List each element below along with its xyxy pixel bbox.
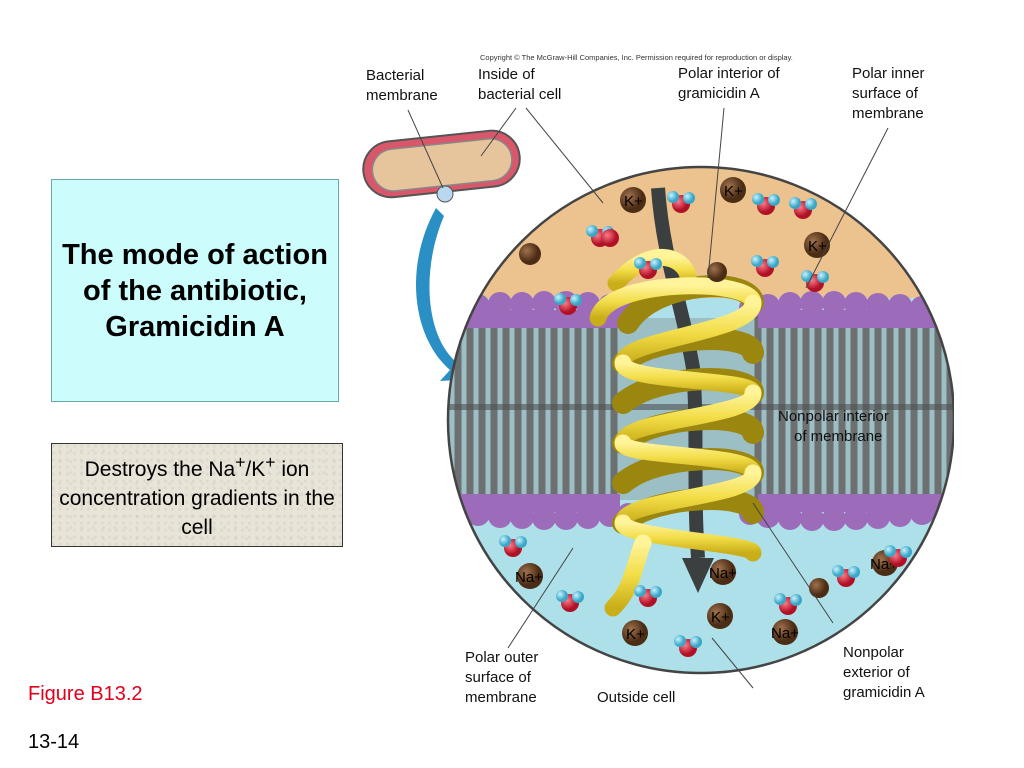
description-box: Destroys the Na+/K+ ion concentration gr… [51, 443, 343, 547]
water-molecule [634, 257, 662, 279]
small-cell [362, 129, 521, 203]
water-molecule [634, 585, 662, 607]
k-ion [707, 603, 733, 629]
water-molecule [674, 635, 702, 657]
water-molecule [789, 197, 817, 219]
water-molecule [499, 535, 527, 557]
page-number: 13-14 [28, 731, 80, 753]
water-molecule [667, 191, 695, 213]
k-label: K+ [724, 183, 743, 200]
water-molecule [751, 255, 779, 277]
blue-curved-arrow [415, 208, 476, 381]
k-label: K+ [808, 238, 827, 255]
figure-caption: Figure B13.2 [28, 683, 143, 705]
k-label: K+ [626, 626, 645, 643]
water-molecule [601, 229, 619, 247]
water-molecule [774, 593, 802, 615]
k-ion [720, 177, 746, 203]
water-molecule [752, 193, 780, 215]
na-label: Na+ [515, 569, 543, 586]
k-ion [622, 620, 648, 646]
na-ion [517, 563, 543, 589]
leader-lines [407, 107, 889, 689]
title-box: The mode of action of the antibiotic, Gr… [51, 179, 339, 402]
k-ion [804, 232, 830, 258]
water-molecule [884, 545, 912, 567]
na-label: Na+ [771, 625, 799, 642]
water-molecule [554, 293, 582, 315]
molecules: K+ K+ K+ Na+ Na+ Na+ K+ K+ Na+ [499, 177, 912, 657]
na-ion [772, 619, 798, 645]
k-ion-unlabeled [519, 243, 541, 265]
gramicidin-helix [589, 187, 764, 617]
label-outside-cell: Outside cell [597, 689, 675, 706]
copyright-text: Copyright © The McGraw-Hill Companies, I… [480, 53, 793, 62]
water-molecule [832, 565, 860, 587]
figure-svg: Copyright © The McGraw-Hill Companies, I… [358, 53, 956, 706]
description-text: Destroys the Na+/K+ ion concentration gr… [59, 452, 335, 539]
gramicidin-figure: Copyright © The McGraw-Hill Companies, I… [358, 48, 956, 706]
k-ion [620, 187, 646, 213]
k-label: K+ [711, 609, 730, 626]
na-ion-unlabeled [809, 578, 829, 598]
ion-flow-arrowhead [682, 558, 714, 593]
na-label: Na+ [709, 565, 737, 582]
k-ion-unlabeled [707, 262, 727, 282]
water-molecule [556, 590, 584, 612]
k-label: K+ [624, 193, 643, 210]
slide-title: The mode of action of the antibiotic, Gr… [62, 238, 328, 343]
water-molecule [801, 270, 829, 292]
na-ion [710, 559, 736, 585]
